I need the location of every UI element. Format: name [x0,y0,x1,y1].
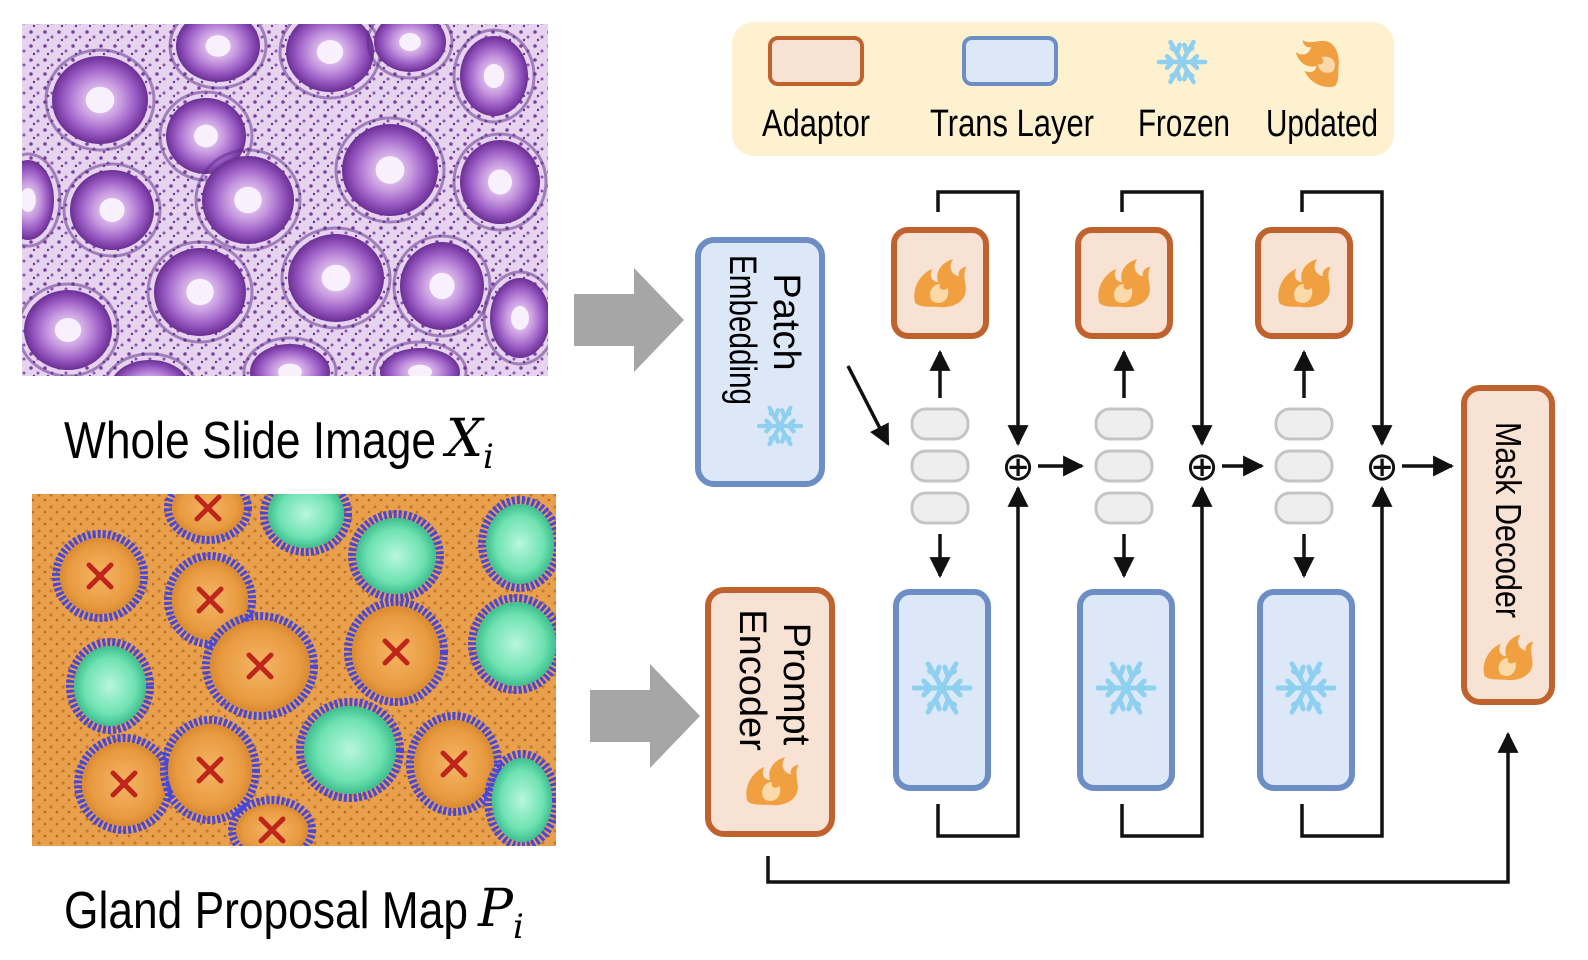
wsi-input-arrow [574,268,684,372]
token [1274,449,1334,483]
proposal-marker-icon [196,756,224,784]
token [1094,449,1154,483]
adaptor-to-merge-connector [1300,190,1393,447]
token-stack [1094,407,1154,525]
gland [242,336,338,376]
adaptor-swatch-icon [768,36,864,86]
gpm-input-arrow [590,664,700,768]
gland [105,352,195,376]
gland [334,116,446,224]
prompt-encoder-label-line1: Prompt [775,623,817,746]
gland-proposal [52,530,148,622]
gland-proposal [478,496,556,592]
legend-label-adaptor: Adaptor [762,103,870,145]
stage-2: ⊕ [1075,190,1265,838]
gland [392,234,492,338]
prompt-to-decoder-connector [766,731,1519,884]
gland [22,152,62,248]
token-stack [910,407,970,525]
legend-label-updated: Updated [1266,103,1378,145]
wsi-variable: Xi [442,409,494,477]
mask-decoder-block: Mask Decoder [1461,385,1555,705]
proposal-marker-icon [246,652,274,680]
adaptor-block [1255,227,1353,339]
gland [280,226,392,330]
proposal-marker-icon [382,638,410,666]
gland [22,282,120,376]
gland-proposal [296,698,404,802]
gland [194,148,302,252]
legend: Adaptor Trans Layer Frozen Updated [732,22,1394,156]
patch-embedding-block: Patch Embedding [695,237,825,487]
mask-decoder-label: Mask Decoder [1488,422,1529,618]
proposal-marker-icon [258,816,286,844]
gland-proposal [406,712,502,816]
token [910,449,970,483]
embedding-to-tokens-arrow [846,365,890,446]
merge-node-icon: ⊕ [1001,444,1035,490]
token [1274,407,1334,441]
adaptor-block [891,227,989,339]
gland [372,340,468,376]
gland-proposal [468,594,556,694]
legend-label-trans-layer: Trans Layer [930,103,1094,145]
gland [482,270,548,366]
stage-1: ⊕ [891,190,1085,838]
gland [44,48,156,152]
prompt-encoder-block: Prompt Encoder [705,587,835,837]
transformer-stages: ⊕ ⊕ ⊕ [891,190,1455,838]
gland-proposal [344,598,448,706]
token-stack [1274,407,1334,525]
prompt-encoder-label-line2: Encoder [731,609,773,751]
gland [278,24,382,100]
trans-layer-block [893,589,991,791]
token [910,491,970,525]
gland-proposal [202,612,318,720]
patch-embedding-label-line1: Patch [765,273,807,370]
proposal-marker-icon [86,562,114,590]
gland [366,24,454,80]
gland-proposal [164,494,252,544]
adaptor-to-merge-connector [1120,190,1213,447]
legend-label-frozen: Frozen [1138,103,1230,145]
gpm-variable: Pi [477,879,524,947]
gland-proposal [228,796,316,846]
layer-to-merge-connector [936,485,1029,838]
gland [168,24,268,90]
token [1094,407,1154,441]
merge-node-icon: ⊕ [1365,444,1399,490]
gland [452,132,548,232]
layer-to-merge-connector [1120,485,1213,838]
proposal-marker-icon [110,770,138,798]
gpm-caption: Gland Proposal Map [64,882,468,940]
merge-node-icon: ⊕ [1185,444,1219,490]
trans-layer-swatch-icon [962,36,1058,86]
gland-proposal-map [32,494,556,846]
gland [62,162,162,258]
proposal-marker-icon [196,586,224,614]
gland-proposal [484,750,556,846]
wsi-caption: Whole Slide Image [64,412,436,470]
proposal-marker-icon [440,750,468,778]
patch-embedding-label-line2: Embedding [721,255,763,405]
gland-proposal [66,638,154,734]
adaptor-to-merge-connector [936,190,1029,447]
token [910,407,970,441]
proposal-marker-icon [194,494,222,522]
trans-layer-block [1257,589,1355,791]
gland-proposal [164,552,256,648]
whole-slide-image [22,24,548,376]
layer-to-merge-connector [1300,485,1393,838]
trans-layer-block [1077,589,1175,791]
stage-3: ⊕ [1255,190,1455,838]
gland [452,28,536,124]
token [1094,491,1154,525]
gland [146,240,254,344]
adaptor-block [1075,227,1173,339]
gland-proposal [160,716,260,824]
gland-proposal [260,494,352,556]
token [1274,491,1334,525]
